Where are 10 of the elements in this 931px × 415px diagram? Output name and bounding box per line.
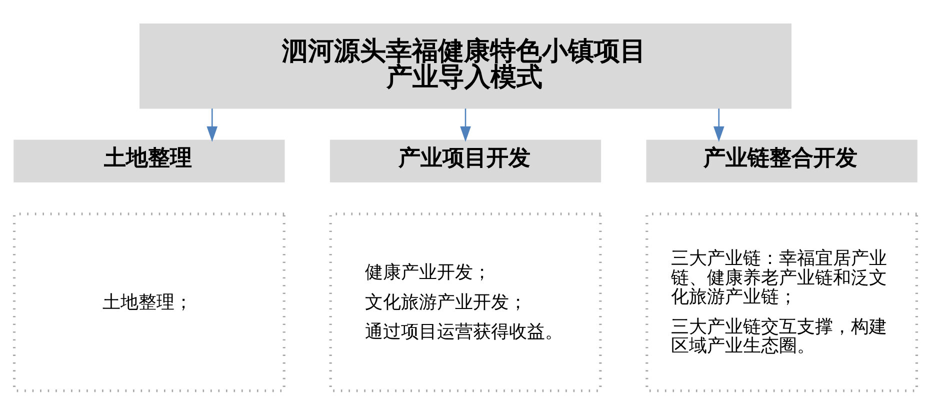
node-box: 土地整理； (12, 212, 286, 392)
node-box: 健康产业开发； 文化旅游产业开发； 通过项目运营获得收益。 (329, 212, 602, 392)
arrow (206, 108, 218, 142)
node-box: 三大产业链：幸福宜居产业链、健康养老产业链和泛文化旅游产业链； 三大产业链交互支撑，构建区域产业生态圈。 (646, 212, 918, 392)
node-box: 产业项目开发 (330, 140, 602, 182)
node-box: 泗河源头幸福健康特色小镇项目产业导入模式 (140, 24, 792, 109)
node-box: 产业链整合开发 (646, 140, 918, 182)
node-box: 土地整理 (14, 140, 285, 182)
arrow (460, 108, 471, 142)
arrow (713, 108, 724, 142)
